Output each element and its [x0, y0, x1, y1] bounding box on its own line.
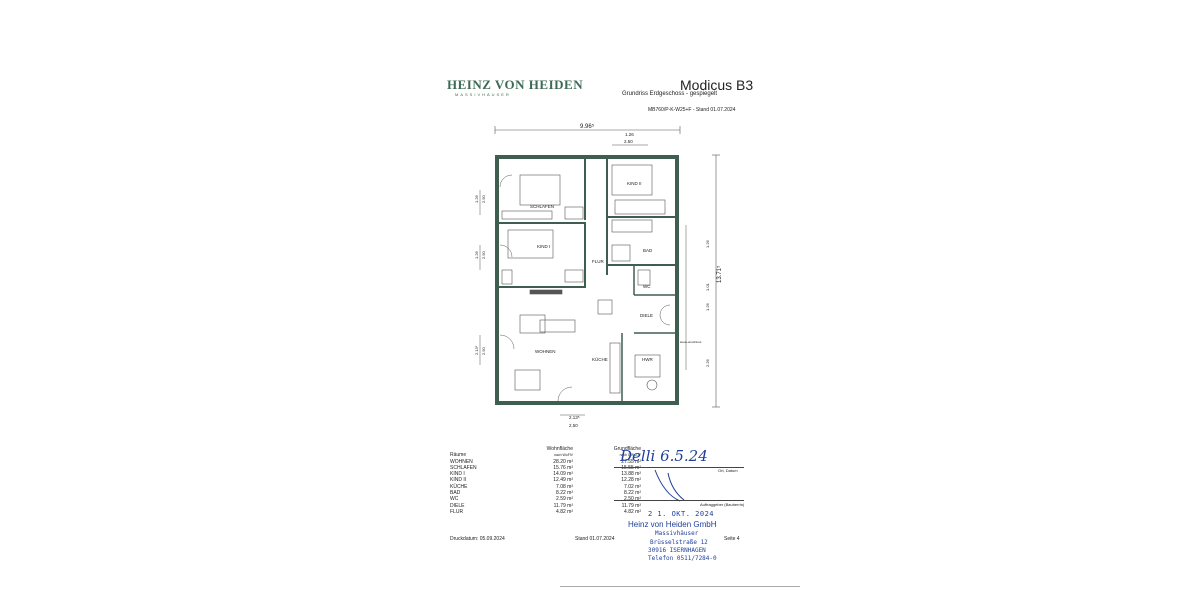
cell-floor: 11.79 m² [621, 502, 641, 509]
stamp-street: Brüsselstraße 12 [650, 539, 708, 546]
dim-top-total: 9.96⁵ [580, 123, 595, 130]
brand-logo-subtitle: MASSIVHÄUSER [455, 92, 511, 97]
cell-floor: 8.22 m² [624, 490, 641, 497]
floor-plan: 9.96⁵ 1.26 2.50 13.71⁵ 1.26 1.01 1.26 2.… [474, 123, 723, 428]
cell-room: BAD [450, 490, 461, 497]
table-row: BAD 8.22 m² 8.22 m² [450, 490, 641, 496]
stamp-line2: Massivhäuser [655, 530, 699, 537]
col-header-floor: Grundfläche [613, 446, 641, 452]
cell-living: 8.22 m² [556, 490, 573, 497]
client-line [614, 500, 744, 501]
room-label-hwr: HWR [642, 357, 653, 362]
cell-floor: 27.55 m² [621, 458, 641, 465]
cell-room: KÜCHE [450, 483, 468, 490]
cell-living: 12.49 m² [553, 477, 573, 484]
client-label: Auftraggeber (Bauherrin) [700, 502, 745, 507]
cell-room: KIND I [450, 471, 465, 478]
room-label-flur: FLUR [592, 259, 605, 264]
annotation-house-connection: Haus-anschluss [680, 340, 702, 344]
table-row: DIELE 11.79 m² 11.79 m² [450, 503, 641, 509]
dim-top-small-1: 1.26 [625, 132, 634, 137]
room-label-kind2: KIND II [627, 181, 642, 186]
cell-floor: 13.88 m² [621, 471, 641, 478]
cell-room: KIND II [450, 477, 467, 484]
dim-left-2a: 1.26 [474, 250, 479, 259]
table-row: KÜCHE 7.08 m² 7.02 m² [450, 484, 641, 490]
print-date: Druckdatum: 05.09.2024 [450, 536, 505, 542]
cell-floor: 7.02 m² [624, 483, 641, 490]
dim-bottom-2: 2.50 [569, 423, 578, 428]
place-date-label: Ort, Datum [718, 468, 738, 473]
room-label-kind1: KIND I [537, 244, 550, 249]
dim-right-4: 2.26 [705, 358, 710, 367]
dim-left-1b: 2.50 [481, 194, 486, 203]
dim-bottom-1: 2.13⁵ [569, 415, 580, 420]
dim-right-2: 1.01 [705, 282, 710, 291]
col-header-living: Wohnfläche [546, 446, 573, 452]
page-subtitle: Grundriss Erdgeschoss - gespiegelt [622, 91, 718, 97]
cell-room: FLUR [450, 508, 464, 515]
stamp-company: Heinz von Heiden GmbH [628, 520, 717, 529]
dim-left-2b: 2.50 [481, 250, 486, 259]
room-label-diele: DIELE [640, 313, 653, 318]
cell-room: WOHNEN [450, 458, 473, 465]
cell-room: DIELE [450, 502, 465, 509]
table-row: FLUR 4.82 m² 4.82 m² [450, 509, 641, 515]
room-label-bad: BAD [643, 248, 653, 253]
dim-right-1: 1.26 [705, 239, 710, 248]
cell-living: 15.76 m² [553, 464, 573, 471]
dim-right-3: 1.26 [705, 302, 710, 311]
cell-living: 2.59 m² [556, 496, 573, 503]
col-header-room: Räume [450, 452, 467, 459]
dim-left-1a: 1.26 [474, 194, 479, 203]
table-row: WC 2.59 m² 2.50 m² [450, 496, 641, 502]
dim-left-3b: 2.50 [481, 346, 486, 355]
dim-left-3a: 2.13⁵ [474, 345, 479, 355]
plan-code: MB760/P-K-W25+F - Stand 01.07.2024 [648, 107, 736, 113]
cell-living: 14.09 m² [553, 471, 573, 478]
cell-floor: 12.28 m² [621, 477, 641, 484]
handwritten-signature [654, 469, 685, 502]
cell-living: 11.79 m² [553, 502, 573, 509]
room-label-schlafen: SCHLAFEN [530, 204, 554, 209]
cell-living: 28.20 m² [553, 458, 573, 465]
room-label-kueche: KÜCHE [592, 356, 608, 362]
cell-floor: 2.50 m² [624, 496, 641, 503]
handwritten-signature-date: Delli 6.5.24 [620, 447, 708, 465]
cell-living: 7.08 m² [556, 483, 573, 490]
cell-room: SCHLAFEN [450, 464, 477, 471]
table-row: KIND I 14.09 m² 13.88 m² [450, 471, 641, 477]
room-label-wc: WC [643, 284, 651, 289]
col-header-living-sub: nach WoFlV [554, 453, 573, 458]
dim-right-total: 13.71⁵ [716, 265, 723, 283]
stand-date: Stand 01.07.2024 [575, 536, 615, 542]
date-line [614, 467, 744, 468]
stamp-city: 30916 ISERNHAGEN [648, 547, 706, 554]
table-row: WOHNEN 28.20 m² 27.55 m² [450, 459, 641, 465]
cell-room: WC [450, 496, 459, 503]
cell-living: 4.82 m² [556, 508, 573, 515]
brand-logo: HEINZ VON HEIDEN [447, 77, 584, 92]
page-number: Seite 4 [724, 536, 740, 542]
table-row: KIND II 12.49 m² 12.28 m² [450, 477, 641, 483]
bottom-rule [560, 586, 800, 587]
stamp-phone: Telefon 0511/7284-0 [648, 555, 717, 562]
dim-top-small-2: 2.50 [624, 139, 633, 144]
col-header-floor-sub: nach DIN 277 [619, 453, 641, 458]
cell-floor: 4.82 m² [624, 508, 641, 515]
page-title: Modicus B3 [680, 77, 754, 93]
room-label-wohnen: WOHNEN [535, 349, 556, 354]
stamp-date: 2 1. OKT. 2024 [648, 510, 715, 518]
